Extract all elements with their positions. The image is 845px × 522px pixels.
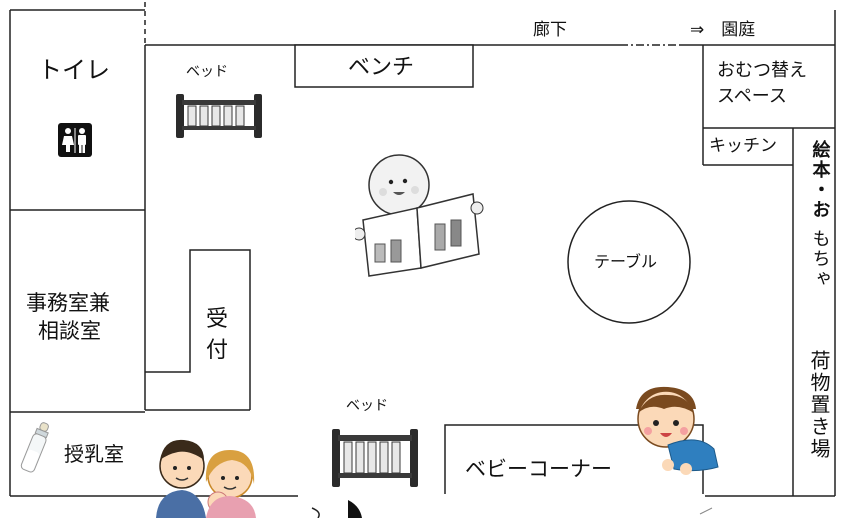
corridor-label: 廊下 [533, 20, 567, 40]
diaper-space-label-line2: スペース [717, 86, 787, 107]
nursing-room-label: 授乳室 [64, 442, 124, 466]
bench-label: ベンチ [348, 55, 415, 80]
table-label: テーブル [594, 252, 658, 271]
baby-corner-label: ベビーコーナー [465, 457, 612, 481]
reception-label: 受付 [206, 307, 229, 363]
crib-top-icon [174, 92, 264, 144]
family-illustration [150, 432, 262, 522]
crawling-baby-illustration [628, 383, 728, 483]
bed-bottom-label: ベッド [346, 398, 388, 414]
luggage-area-label: 荷物置き場 [807, 350, 831, 460]
books-toys-label-bold: 絵本・お [809, 140, 831, 220]
baby-reading-illustration [352, 150, 485, 284]
baby-bottle-icon [20, 420, 54, 484]
garden-label: ⇒ 園庭 [690, 20, 756, 40]
kitchen-label: キッチン [709, 136, 777, 156]
office-label-line1: 事務室兼 [26, 291, 110, 315]
toilet-label: トイレ [38, 56, 110, 84]
bed-top-label: ベッド [186, 64, 228, 80]
crib-bottom-icon [330, 427, 420, 493]
office-label-line2: 相談室 [38, 319, 101, 343]
books-toys-label-rest: もちゃ [809, 229, 831, 289]
diaper-space-label-line1: おむつ替え [717, 60, 807, 81]
restroom-icon [58, 123, 92, 157]
